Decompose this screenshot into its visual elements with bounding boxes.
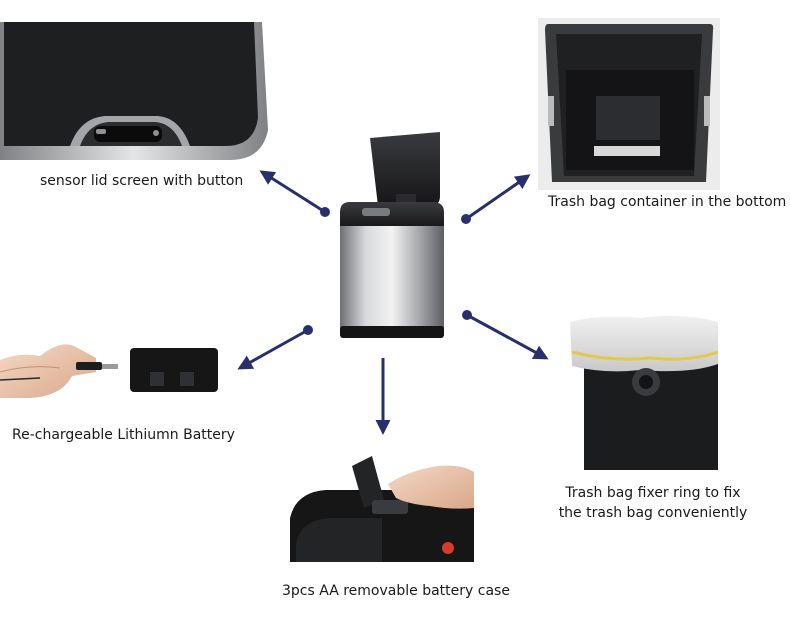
fixer-ring-photo — [570, 315, 719, 470]
caption-fixer-ring-line2: the trash bag conveniently — [558, 505, 748, 521]
trash-container-photo — [538, 18, 720, 190]
trash-can-photo — [340, 132, 444, 338]
caption-trash-container: Trash bag container in the bottom — [548, 194, 787, 210]
caption-fixer-ring-line1: Trash bag fixer ring to fix — [565, 485, 741, 501]
caption-sensor-lid: sensor lid screen with button — [40, 173, 244, 189]
arrow-fixer-ring — [466, 313, 549, 360]
arrows — [237, 170, 549, 435]
caption-battery-case: 3pcs AA removable battery case — [282, 583, 510, 599]
sensor-lid-photo — [0, 22, 268, 160]
arrow-battery — [237, 328, 309, 370]
battery-case-photo — [290, 456, 474, 562]
caption-fixer-ring: Trash bag fixer ring to fix the trash ba… — [548, 483, 758, 523]
arrow-sensor-lid — [259, 170, 326, 214]
battery-photo — [0, 344, 218, 398]
arrow-trash-container — [465, 174, 531, 221]
caption-battery: Re-chargeable Lithiumn Battery — [12, 427, 235, 443]
